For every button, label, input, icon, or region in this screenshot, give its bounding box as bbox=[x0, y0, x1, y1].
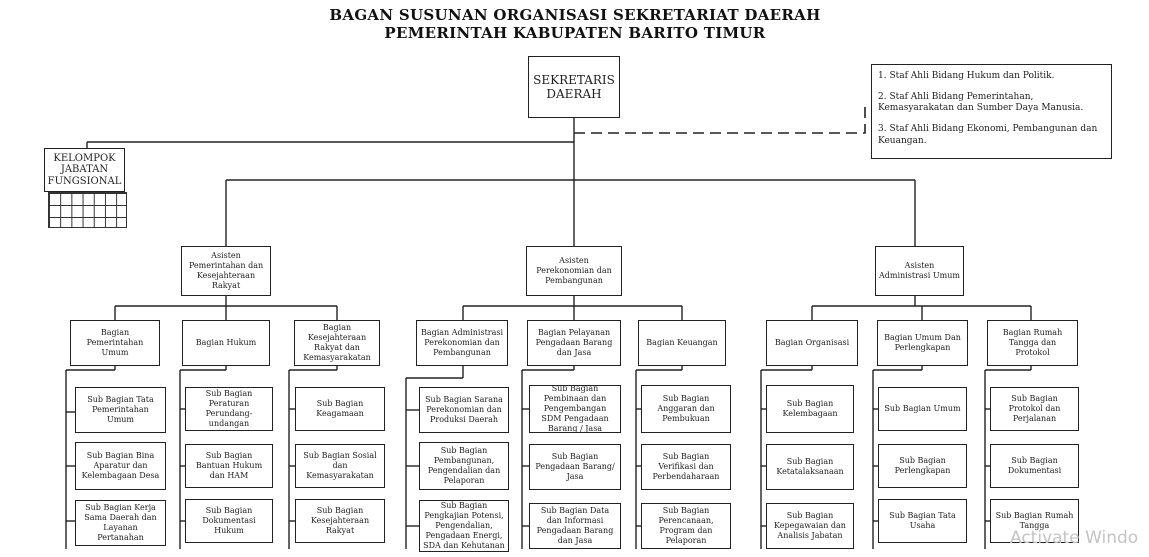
bagian-keuangan-box: Bagian Keuangan bbox=[638, 320, 726, 366]
chart-title-line1: BAGAN SUSUNAN ORGANISASI SEKRETARIAT DAE… bbox=[329, 6, 821, 24]
sub-bagian-box: Sub Bagian Peraturan Perundang-undangan bbox=[185, 387, 273, 431]
sub-bagian-box: Sub Bagian Kepegawaian dan Analisis Jaba… bbox=[766, 503, 854, 549]
sub-bagian-box: Sub Bagian Anggaran dan Pembukuan bbox=[641, 385, 731, 433]
sekretaris-daerah-box: SEKRETARIS DAERAH bbox=[528, 56, 620, 118]
sub-bagian-box: Sub Bagian Tata Usaha bbox=[878, 499, 967, 543]
sub-bagian-box: Sub Bagian Kesejahteraan Rakyat bbox=[295, 499, 385, 543]
sub-bagian-box: Sub Bagian Tata Pemerintahan Umum bbox=[75, 387, 166, 433]
sub-bagian-box: Sub Bagian Pembinaan dan Pengembangan SD… bbox=[529, 385, 621, 433]
sub-bagian-box: Sub Bagian Pembangunan, Pengendalian dan… bbox=[419, 442, 509, 490]
bagian-organisasi-box: Bagian Organisasi bbox=[766, 320, 858, 366]
activation-watermark: Activate Windo bbox=[1010, 528, 1139, 548]
bagian-umum-perlengkapan-box: Bagian Umum Dan Perlengkapan bbox=[877, 320, 968, 366]
sub-bagian-box: Sub Bagian Bantuan Hukum dan HAM bbox=[185, 444, 273, 488]
kelompok-jabatan-fungsional-box: KELOMPOK JABATAN FUNGSIONAL bbox=[44, 148, 125, 192]
bagian-administrasi-perekonomian-box: Bagian Administrasi Perekonomian dan Pem… bbox=[416, 320, 508, 366]
sub-bagian-box: Sub Bagian Ketatalaksanaan bbox=[766, 444, 854, 490]
bagian-rumah-tangga-protokol-box: Bagian Rumah Tangga dan Protokol bbox=[987, 320, 1078, 366]
sub-bagian-box: Sub Bagian Perencanaan, Program dan Pela… bbox=[641, 503, 731, 549]
asisten-pemerintahan-box: Asisten Pemerintahan dan Kesejahteraan R… bbox=[181, 246, 271, 296]
staf-ahli-item: 3. Staf Ahli Bidang Ekonomi, Pembangunan… bbox=[878, 124, 1098, 146]
sub-bagian-box: Sub Bagian Sarana Perekonomian dan Produ… bbox=[419, 387, 509, 433]
sub-bagian-box: Sub Bagian Pengadaan Barang/ Jasa bbox=[529, 444, 621, 490]
staf-ahli-box: 1. Staf Ahli Bidang Hukum dan Politik. 2… bbox=[871, 64, 1112, 159]
bagian-pelayanan-pengadaan-box: Bagian Pelayanan Pengadaan Barang dan Ja… bbox=[527, 320, 621, 366]
sub-bagian-box: Sub Bagian Dokumentasi Hukum bbox=[185, 499, 273, 543]
fungsional-grid bbox=[48, 192, 127, 228]
sub-bagian-box: Sub Bagian Sosial dan Kemasyarakatan bbox=[295, 444, 385, 488]
bagian-hukum-box: Bagian Hukum bbox=[182, 320, 270, 366]
bagian-kesejahteraan-rakyat-box: Bagian Kesejahteraan Rakyat dan Kemasyar… bbox=[294, 320, 380, 366]
sub-bagian-box: Sub Bagian Data dan Informasi Pengadaan … bbox=[529, 503, 621, 549]
asisten-administrasi-box: Asisten Administrasi Umum bbox=[875, 246, 964, 296]
sub-bagian-box: Sub Bagian Kelembagaan bbox=[766, 385, 854, 433]
sub-bagian-box: Sub Bagian Bina Aparatur dan Kelembagaan… bbox=[75, 442, 166, 490]
sub-bagian-box: Sub Bagian Kerja Sama Daerah dan Layanan… bbox=[75, 500, 166, 546]
sub-bagian-box: Sub Bagian Umum bbox=[878, 387, 967, 431]
sub-bagian-box: Sub Bagian Pengkajian Potensi, Pengendal… bbox=[419, 500, 509, 552]
sub-bagian-box: Sub Bagian Dokumentasi bbox=[990, 444, 1079, 488]
staf-ahli-item: 2. Staf Ahli Bidang Pemerintahan, Kemasy… bbox=[878, 91, 1084, 114]
bagian-pemerintahan-umum-box: Bagian Pemerintahan Umum bbox=[70, 320, 160, 366]
sub-bagian-box: Sub Bagian Perlengkapan bbox=[878, 444, 967, 488]
asisten-perekonomian-box: Asisten Perekonomian dan Pembangunan bbox=[526, 246, 622, 296]
sub-bagian-box: Sub Bagian Protokol dan Perjalanan bbox=[990, 387, 1079, 431]
staf-ahli-item: 1. Staf Ahli Bidang Hukum dan Politik. bbox=[878, 71, 1055, 81]
chart-title-line2: PEMERINTAH KABUPATEN BARITO TIMUR bbox=[384, 24, 766, 42]
sub-bagian-box: Sub Bagian Rumah Tangga bbox=[990, 499, 1079, 543]
sub-bagian-box: Sub Bagian Keagamaan bbox=[295, 387, 385, 431]
sub-bagian-box: Sub Bagian Verifikasi dan Perbendaharaan bbox=[641, 444, 731, 490]
